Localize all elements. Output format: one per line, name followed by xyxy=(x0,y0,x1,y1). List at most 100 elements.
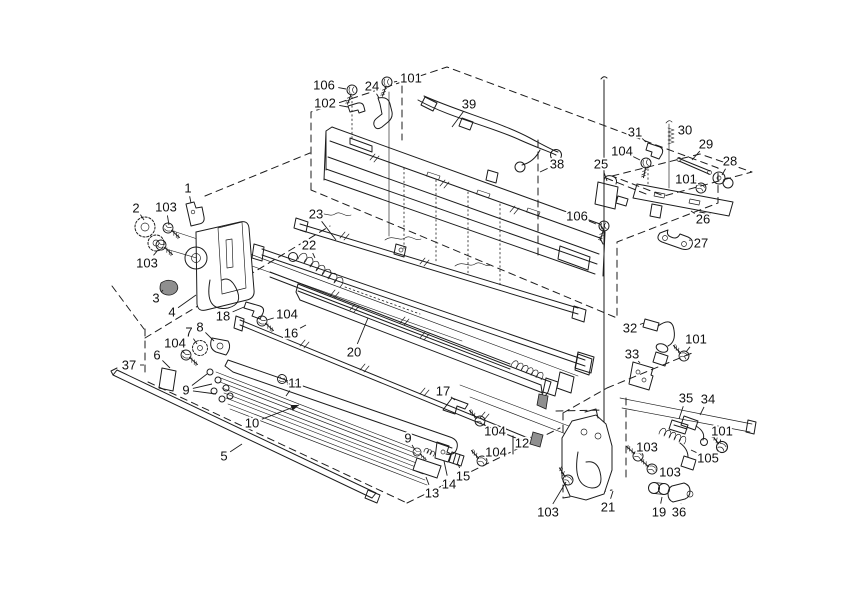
leader-line xyxy=(338,87,347,90)
leader-line xyxy=(177,294,197,309)
gear-2 xyxy=(134,216,156,238)
callout-38: 38 xyxy=(550,157,564,172)
leader-line xyxy=(356,317,369,345)
screw-101 xyxy=(379,76,393,97)
connector-32 xyxy=(642,318,660,332)
dashed-guide-25 xyxy=(605,177,647,195)
leader-line xyxy=(411,444,416,451)
callout-24: 24 xyxy=(365,79,379,94)
leader-line xyxy=(721,168,726,176)
leader-line xyxy=(191,373,208,386)
bracket-17 xyxy=(442,397,469,415)
leader-line xyxy=(719,439,722,444)
plate-13 xyxy=(412,457,442,479)
callout-104: 104 xyxy=(611,144,633,159)
screw-106 xyxy=(344,84,358,105)
bracket-33 xyxy=(628,361,654,391)
callout-39: 39 xyxy=(462,97,476,112)
bushing-28 xyxy=(712,171,734,189)
callout-13: 13 xyxy=(425,486,439,501)
plate-26 xyxy=(632,183,734,217)
callout-104: 104 xyxy=(164,336,186,351)
sensor-assembly-32-33 xyxy=(628,318,692,391)
callout-34: 34 xyxy=(701,392,715,407)
leader-line xyxy=(162,360,171,369)
callout-103: 103 xyxy=(659,465,681,480)
solenoid-25 xyxy=(594,175,629,210)
callout-101: 101 xyxy=(711,424,733,439)
leader-line xyxy=(633,156,641,161)
rail-16 xyxy=(233,315,529,444)
bracket-1 xyxy=(185,201,205,227)
leader-arrowhead xyxy=(290,405,299,411)
roller-36 xyxy=(667,482,691,503)
screw-103 xyxy=(153,238,177,257)
callout-103: 103 xyxy=(136,256,158,271)
callout-26: 26 xyxy=(696,212,710,227)
callout-31: 31 xyxy=(628,125,642,140)
plate-21 xyxy=(561,414,613,501)
leader-line xyxy=(160,289,164,293)
callout-33: 33 xyxy=(625,347,639,362)
plate-4 xyxy=(195,221,255,311)
leader-line xyxy=(232,306,245,313)
callout-103: 103 xyxy=(636,440,658,455)
leader-line xyxy=(457,463,461,469)
leader-line xyxy=(639,322,645,325)
leader-line xyxy=(603,172,608,182)
left-bracket-assembly xyxy=(134,201,255,311)
leader-line xyxy=(189,196,192,204)
right-plate-assembly xyxy=(553,408,732,503)
callout-106: 106 xyxy=(313,78,335,93)
grill-assembly xyxy=(110,359,458,504)
small-parts-left xyxy=(158,301,278,392)
callout-14: 14 xyxy=(442,477,456,492)
callout-104: 104 xyxy=(485,445,507,460)
dashed-guide-bracket1 xyxy=(204,152,311,197)
roller-15 xyxy=(448,451,465,467)
leader-line xyxy=(552,481,567,505)
leader-line xyxy=(699,406,705,416)
screw-104 xyxy=(254,314,278,333)
rail-5 xyxy=(110,367,377,499)
wedge-end xyxy=(536,393,549,410)
callout-30: 30 xyxy=(678,123,692,138)
shaft-29 xyxy=(677,157,711,175)
leader-line xyxy=(691,150,701,161)
callout-29: 29 xyxy=(699,137,713,152)
callout-101: 101 xyxy=(675,172,697,187)
bottom-middle-parts xyxy=(410,408,544,479)
leader-line xyxy=(690,210,695,214)
leader-line xyxy=(285,390,291,397)
rail-20 xyxy=(269,271,559,397)
callout-101: 101 xyxy=(685,332,707,347)
dashed-box-26 xyxy=(611,153,753,197)
leader-line xyxy=(685,346,691,353)
leader-line xyxy=(193,338,198,345)
hook-4 xyxy=(208,278,240,309)
leader-line xyxy=(641,138,647,143)
callout-25: 25 xyxy=(594,157,608,172)
callout-15: 15 xyxy=(456,469,470,484)
leader-line xyxy=(192,390,217,395)
callout-104: 104 xyxy=(484,424,506,439)
callout-5: 5 xyxy=(220,449,227,464)
callout-36: 36 xyxy=(672,505,686,520)
leader-line xyxy=(637,360,641,364)
bar-22 xyxy=(251,243,593,376)
top-fasteners xyxy=(344,76,393,130)
callout-6: 6 xyxy=(153,348,160,363)
dashed-box-38 xyxy=(310,66,719,319)
bar-17 xyxy=(295,283,552,415)
grill-lines xyxy=(215,371,428,486)
leader-line xyxy=(321,221,337,241)
callout-10: 10 xyxy=(245,416,259,431)
clamp-31 xyxy=(645,142,664,160)
callout-102: 102 xyxy=(314,96,336,111)
cable-rail-23 xyxy=(293,212,587,323)
callout-28: 28 xyxy=(723,154,737,169)
screw-101 xyxy=(668,343,692,364)
callout-9: 9 xyxy=(404,431,411,446)
cable-harness-39 xyxy=(417,95,562,173)
